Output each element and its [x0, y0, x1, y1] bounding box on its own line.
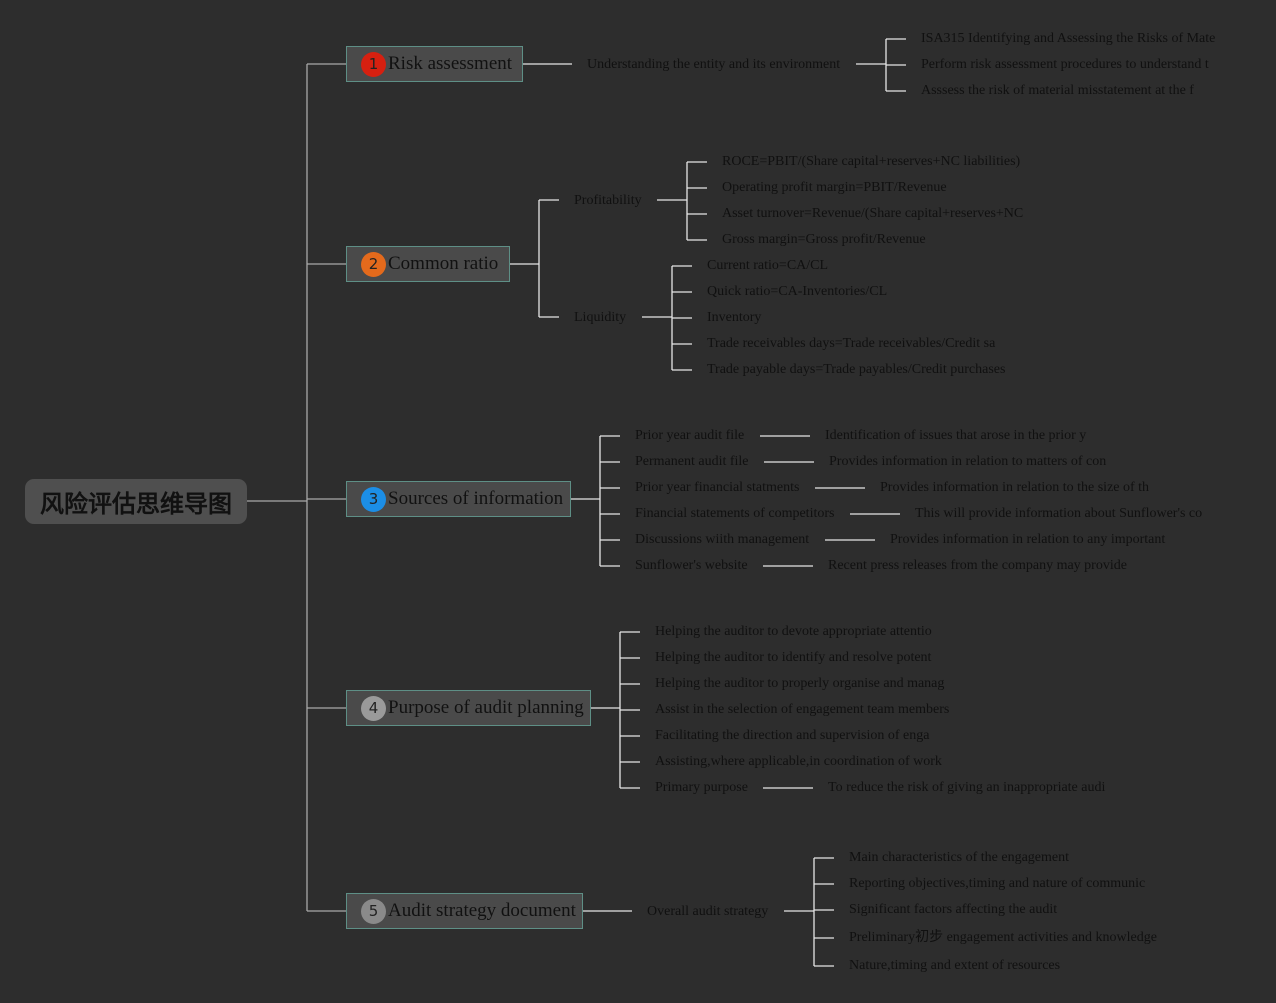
- topic-common-ratio[interactable]: 2 Common ratio: [346, 246, 510, 282]
- purpose-item[interactable]: Helping the auditor to identify and reso…: [655, 650, 932, 665]
- topic-number-badge: 5: [361, 898, 386, 924]
- liquidity-node[interactable]: Liquidity: [574, 310, 627, 325]
- strategy-item[interactable]: Preliminary初步 engagement activities and …: [849, 930, 1157, 945]
- purpose-item[interactable]: Assist in the selection of engagement te…: [655, 702, 950, 717]
- source-detail[interactable]: Provides information in relation to matt…: [829, 454, 1107, 469]
- risk-item[interactable]: Asssess the risk of material misstatemen…: [921, 83, 1194, 98]
- risk-item[interactable]: Perform risk assessment procedures to un…: [921, 57, 1209, 72]
- source-item[interactable]: Prior year audit file: [635, 428, 745, 443]
- liquidity-item[interactable]: Trade payable days=Trade payables/Credit…: [707, 362, 1006, 377]
- topic-number-badge: 3: [361, 486, 386, 512]
- liquidity-item[interactable]: Quick ratio=CA-Inventories/CL: [707, 284, 888, 299]
- topic-risk-assessment[interactable]: 1 Risk assessment: [346, 46, 523, 82]
- profitability-item[interactable]: Asset turnover=Revenue/(Share capital+re…: [722, 206, 1024, 221]
- strategy-item[interactable]: Main characteristics of the engagement: [849, 850, 1070, 865]
- topic-label: Sources of information: [388, 488, 564, 509]
- source-detail[interactable]: Identification of issues that arose in t…: [825, 428, 1087, 443]
- topic-sources-of-information[interactable]: 3 Sources of information: [346, 481, 571, 517]
- purpose-item[interactable]: Helping the auditor to devote appropriat…: [655, 624, 932, 639]
- source-detail[interactable]: Provides information in relation to any …: [890, 532, 1166, 547]
- source-item[interactable]: Sunflower's website: [635, 558, 748, 573]
- liquidity-item[interactable]: Current ratio=CA/CL: [707, 258, 829, 273]
- profitability-item[interactable]: ROCE=PBIT/(Share capital+reserves+NC lia…: [722, 154, 1021, 169]
- profitability-item[interactable]: Operating profit margin=PBIT/Revenue: [722, 180, 947, 195]
- liquidity-item[interactable]: Trade receivables days=Trade receivables…: [707, 336, 996, 351]
- source-item[interactable]: Permanent audit file: [635, 454, 749, 469]
- topic-label: Common ratio: [388, 253, 499, 274]
- primary-purpose-detail[interactable]: To reduce the risk of giving an inapprop…: [828, 780, 1106, 795]
- purpose-item[interactable]: Helping the auditor to properly organise…: [655, 676, 945, 691]
- source-item[interactable]: Financial statements of competitors: [635, 506, 835, 521]
- risk-item[interactable]: ISA315 Identifying and Assessing the Ris…: [921, 31, 1216, 46]
- topic-label: Audit strategy document: [388, 900, 576, 921]
- topic-audit-strategy-document[interactable]: 5 Audit strategy document: [346, 893, 583, 929]
- topic-number-badge: 1: [361, 51, 386, 77]
- purpose-item[interactable]: Facilitating the direction and supervisi…: [655, 728, 930, 743]
- root-node[interactable]: 风险评估思维导图: [25, 479, 247, 524]
- strategy-item[interactable]: Reporting objectives,timing and nature o…: [849, 876, 1146, 891]
- entity-environment-node[interactable]: Understanding the entity and its environ…: [587, 57, 841, 72]
- purpose-item[interactable]: Assisting,where applicable,in coordinati…: [655, 754, 942, 769]
- source-detail[interactable]: Provides information in relation to the …: [880, 480, 1150, 495]
- topic-number-badge: 2: [361, 251, 386, 277]
- root-title: 风险评估思维导图: [40, 490, 232, 518]
- topic-label: Purpose of audit planning: [388, 697, 584, 718]
- strategy-item[interactable]: Significant factors affecting the audit: [849, 902, 1058, 917]
- source-detail[interactable]: Recent press releases from the company m…: [828, 558, 1127, 573]
- liquidity-item[interactable]: Inventory: [707, 310, 762, 325]
- source-detail[interactable]: This will provide information about Sunf…: [915, 506, 1203, 521]
- source-item[interactable]: Prior year financial statments: [635, 480, 800, 495]
- primary-purpose-node[interactable]: Primary purpose: [655, 780, 748, 795]
- topic-number-badge: 4: [361, 695, 386, 721]
- source-item[interactable]: Discussions wiith management: [635, 532, 810, 547]
- strategy-item[interactable]: Nature,timing and extent of resources: [849, 958, 1061, 973]
- topic-label: Risk assessment: [388, 53, 513, 74]
- topic-purpose-of-audit-planning[interactable]: 4 Purpose of audit planning: [346, 690, 591, 726]
- overall-strategy-node[interactable]: Overall audit strategy: [647, 904, 769, 919]
- profitability-item[interactable]: Gross margin=Gross profit/Revenue: [722, 232, 926, 247]
- profitability-node[interactable]: Profitability: [574, 193, 642, 208]
